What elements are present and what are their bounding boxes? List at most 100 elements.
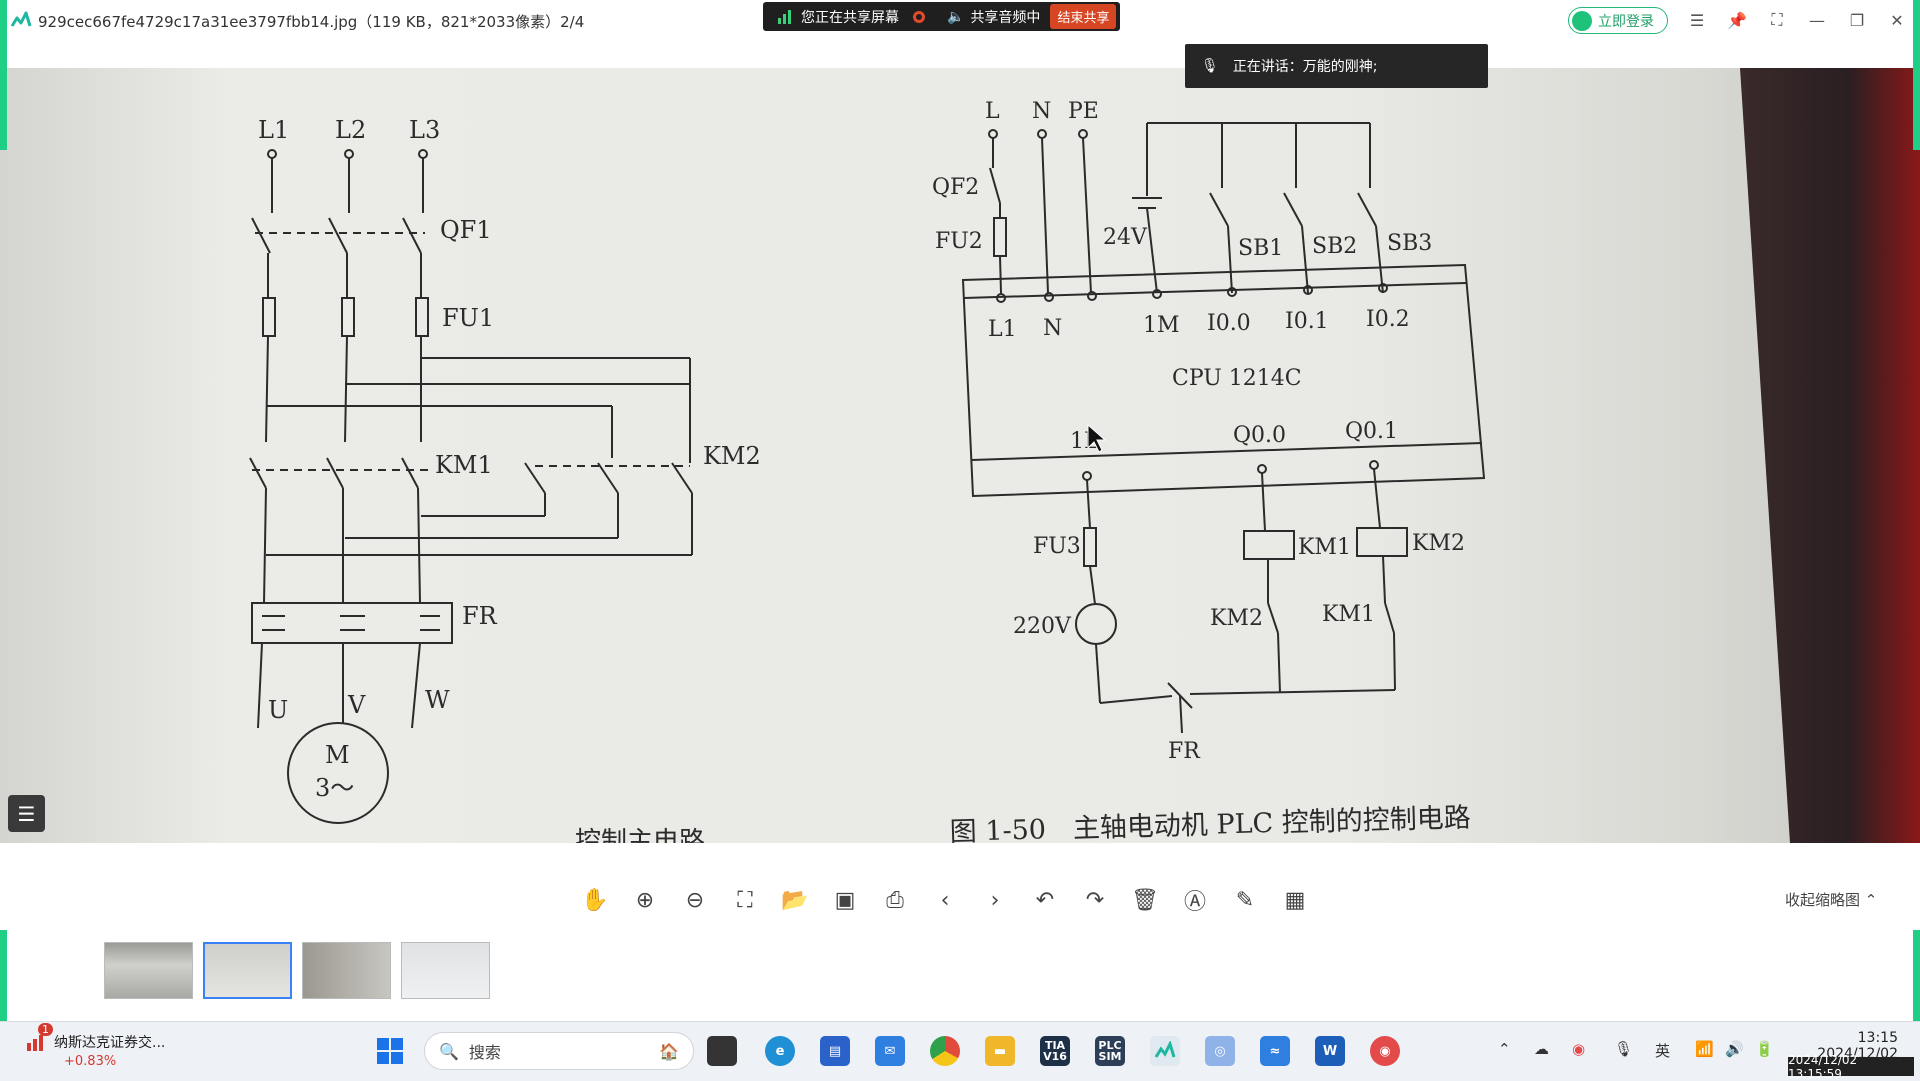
rotate-right-icon[interactable]: ↷ [1085,887,1105,913]
open-folder-icon[interactable]: 📂 [781,887,809,913]
sharing-text: 您正在共享屏幕 [801,9,899,26]
mail-icon[interactable]: ✉ [875,1036,905,1066]
stock-badge: 1 [38,1023,53,1036]
phase-label: L3 [409,116,440,144]
volume-icon[interactable]: 🔊 [1725,1040,1744,1058]
file-title: 929cec667fe4729c17a31ee3797fbb14.jpg（119… [38,13,585,31]
windows-taskbar: 1 纳斯达克证券交... +0.83% 🔍 搜索 🏠 e ▤ ✉ ▬ TIA V… [0,1021,1920,1081]
windows-start-icon[interactable] [375,1036,405,1066]
clock-time: 13:15 [1857,1030,1898,1046]
chevron-up-icon: ⌃ [1864,891,1878,909]
tia-portal-icon[interactable]: TIA V16 [1040,1036,1070,1066]
fu2-label: FU2 [935,229,983,254]
taskbar-search-input[interactable]: 🔍 搜索 🏠 [424,1032,694,1070]
task-view-icon[interactable] [707,1036,737,1066]
thumbnail-item[interactable] [203,942,292,999]
edit-icon[interactable]: ✎ [1235,887,1255,913]
qf1-label: QF1 [440,216,492,244]
minimize-icon[interactable]: — [1809,10,1825,30]
stock-change: +0.83% [64,1054,117,1069]
search-highlight-icon: 🏠 [659,1041,679,1061]
speaking-indicator: 🎙 正在讲话：万能的刚神; [1185,44,1488,88]
whiteboard-app-icon[interactable]: ≈ [1260,1036,1290,1066]
plc-input-terminal: 1M [1143,313,1180,338]
viewer-toolbar: ✋ ⊕ ⊖ ⛶ 📂 ▣ ⎙ ‹ › ↶ ↷ 🗑 Ⓐ ✎ ▦ [570,880,1320,920]
motor-terminal: V [347,691,366,719]
thumbnail-list-icon[interactable]: ☰ [8,795,45,832]
plc-input-terminal: I0.1 [1285,309,1329,334]
hand-tool-icon[interactable]: ✋ [581,887,609,913]
fullscreen-icon[interactable]: ⛶ [1771,10,1783,29]
thumbnail-item[interactable] [104,942,193,999]
netease-music-icon[interactable]: ◉ [1370,1036,1400,1066]
previous-icon[interactable]: ‹ [940,887,950,913]
cloud-icon[interactable]: ☁ [1534,1040,1549,1058]
next-icon[interactable]: › [990,887,1000,913]
interlock-label: KM2 [1210,606,1263,631]
record-icon[interactable] [913,10,925,23]
wifi-icon[interactable]: 📶 [1695,1040,1714,1058]
signal-icon [778,9,791,24]
login-button[interactable]: 立即登录 [1568,7,1668,34]
button-label: SB3 [1387,231,1432,256]
screenshot-datestamp: 2024/12/02 13:15:59 [1788,1053,1914,1081]
login-avatar-icon [1572,10,1592,31]
motor-m: M [325,741,350,769]
audio-share-status[interactable]: 🔈 共享音频中 [937,2,1050,31]
tray-chevron-up-icon[interactable]: ⌃ [1498,1040,1511,1058]
pin-icon[interactable]: 📌 [1727,10,1747,30]
km1-label: KM1 [435,451,493,479]
zoom-in-icon[interactable]: ⊕ [635,887,655,913]
delete-icon[interactable]: 🗑 [1131,887,1159,913]
speaker-icon: 🔈 [947,8,965,25]
thumbnail-item[interactable] [401,942,490,999]
plc-output-terminal: Q0.0 [1233,423,1286,448]
qf2-label: QF2 [932,175,979,200]
220v-label: 220V [1013,614,1072,639]
paint-app-icon[interactable]: ◎ [1205,1036,1235,1066]
circuit-photo: L1 L2 L3 QF1 FU1 KM1 KM2 FR U V W M 3～ L… [0,68,1920,843]
collapse-thumbnails-button[interactable]: 收起缩略图 ⌃ [1785,889,1877,910]
slideshow-icon[interactable]: ▣ [834,887,856,913]
restore-icon[interactable]: ❐ [1849,10,1865,30]
phase-label: L1 [258,116,289,144]
ocr-text-icon[interactable]: Ⓐ [1183,890,1206,915]
end-share-button[interactable]: 结束共享 [1050,4,1117,29]
fit-screen-icon[interactable]: ⛶ [737,887,753,913]
grid-view-icon[interactable]: ▦ [1284,887,1306,913]
sharing-status: 您正在共享屏幕 [767,2,909,31]
image-viewer-app-icon[interactable] [1150,1036,1180,1066]
plcsim-icon[interactable]: PLC SIM [1095,1036,1125,1066]
store-icon[interactable]: ▤ [820,1036,850,1066]
close-icon[interactable]: ✕ [1890,10,1904,30]
plc-output-terminal: Q0.1 [1345,419,1398,444]
button-label: SB2 [1312,234,1357,259]
file-explorer-icon[interactable]: ▬ [985,1036,1015,1066]
app-logo-icon [10,11,32,27]
motor-phase: 3～ [315,774,354,802]
word-icon[interactable]: W [1315,1036,1345,1066]
login-label: 立即登录 [1598,13,1654,30]
supply-label: L [985,99,1000,124]
coil-label: KM1 [1298,535,1351,560]
tray-microphone-icon[interactable]: 🎙 [1614,1040,1634,1058]
cut-caption: 控制主电路 [575,827,705,843]
stock-widget[interactable]: 1 纳斯达克证券交... +0.83% [26,1023,165,1069]
fr-contact-label: FR [1168,739,1201,764]
input-method-label[interactable]: 英 [1655,1042,1671,1060]
motor-terminal: U [268,696,288,724]
battery-icon[interactable]: 🔋 [1755,1040,1774,1058]
speaking-text: 正在讲话：万能的刚神; [1232,59,1378,75]
thumbnail-item[interactable] [302,942,391,999]
km2-label: KM2 [703,442,761,470]
image-viewer[interactable]: L1 L2 L3 QF1 FU1 KM1 KM2 FR U V W M 3～ L… [0,68,1920,843]
print-icon[interactable]: ⎙ [886,887,904,913]
zoom-out-icon[interactable]: ⊖ [685,887,705,913]
tray-netease-icon[interactable]: ◉ [1572,1040,1586,1058]
edge-browser-icon[interactable]: e [765,1036,795,1066]
supply-label: N [1032,99,1051,124]
title-bar: 929cec667fe4729c17a31ee3797fbb14.jpg（119… [0,0,1920,40]
rotate-left-icon[interactable]: ↶ [1035,887,1055,913]
menu-icon[interactable]: ☰ [1689,10,1705,30]
chrome-icon[interactable] [930,1036,960,1066]
